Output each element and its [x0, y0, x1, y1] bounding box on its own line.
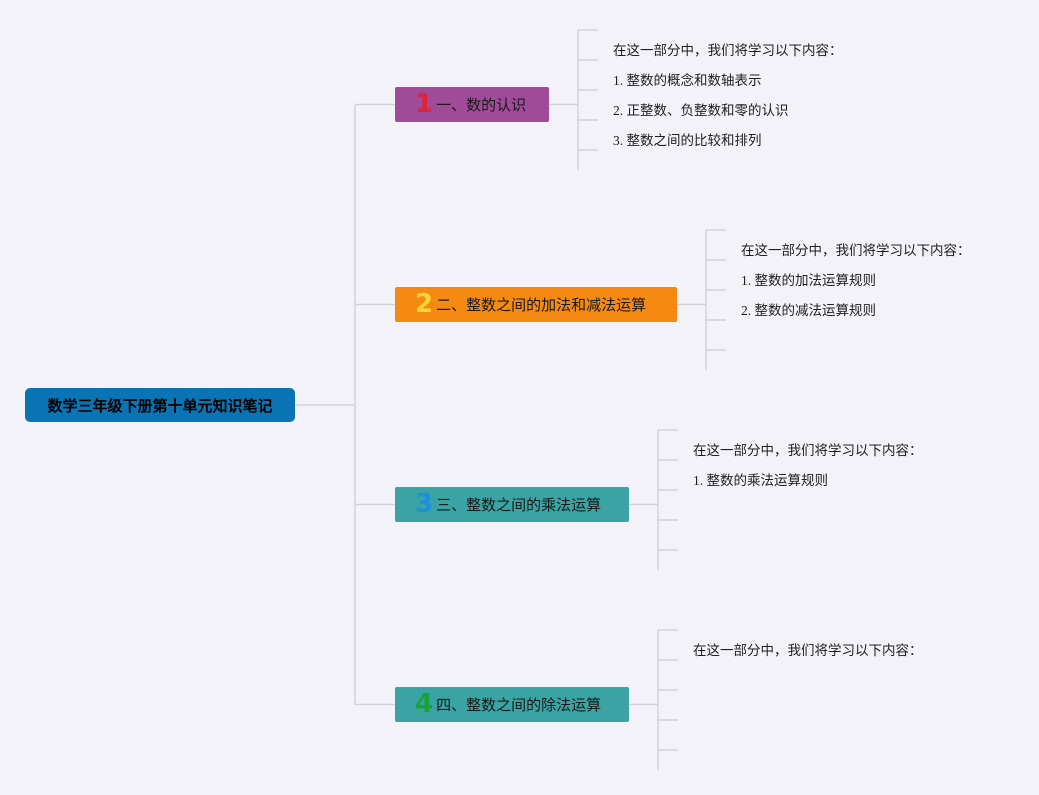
detail-2-3[interactable]: 2. 整数的减法运算规则	[741, 303, 876, 318]
detail-1-3[interactable]: 2. 正整数、负整数和零的认识	[613, 103, 789, 118]
number-2-icon: 2	[415, 288, 434, 319]
detail-1-2[interactable]: 1. 整数的概念和数轴表示	[613, 73, 762, 88]
branch-label-3: 三、整数之间的乘法运算	[436, 496, 602, 514]
branch-topic-2[interactable]: 2 二、整数之间的加法和减法运算	[395, 287, 677, 322]
detail-1-4[interactable]: 3. 整数之间的比较和排列	[613, 133, 762, 148]
branch-topic-1[interactable]: 1 一、数的认识	[395, 87, 549, 122]
number-4-icon: 4	[415, 688, 434, 719]
detail-4-1[interactable]: 在这一部分中，我们将学习以下内容：	[693, 643, 923, 659]
number-1-icon: 1	[415, 88, 434, 119]
detail-1-1[interactable]: 在这一部分中，我们将学习以下内容：	[613, 43, 843, 59]
number-3-icon: 3	[415, 488, 434, 519]
root-topic[interactable]: 数学三年级下册第十单元知识笔记	[25, 388, 295, 422]
detail-3-1[interactable]: 在这一部分中，我们将学习以下内容：	[693, 443, 923, 459]
branch-topic-3[interactable]: 3 三、整数之间的乘法运算	[395, 487, 629, 522]
branch-label-4: 四、整数之间的除法运算	[436, 696, 602, 714]
root-title: 数学三年级下册第十单元知识笔记	[47, 396, 273, 415]
detail-3-2[interactable]: 1. 整数的乘法运算规则	[693, 473, 828, 488]
branch-label-1: 一、数的认识	[436, 96, 527, 114]
branch-label-2: 二、整数之间的加法和减法运算	[436, 296, 647, 314]
detail-2-2[interactable]: 1. 整数的加法运算规则	[741, 273, 876, 288]
branch-topic-4[interactable]: 4 四、整数之间的除法运算	[395, 687, 629, 722]
detail-2-1[interactable]: 在这一部分中，我们将学习以下内容：	[741, 243, 971, 259]
